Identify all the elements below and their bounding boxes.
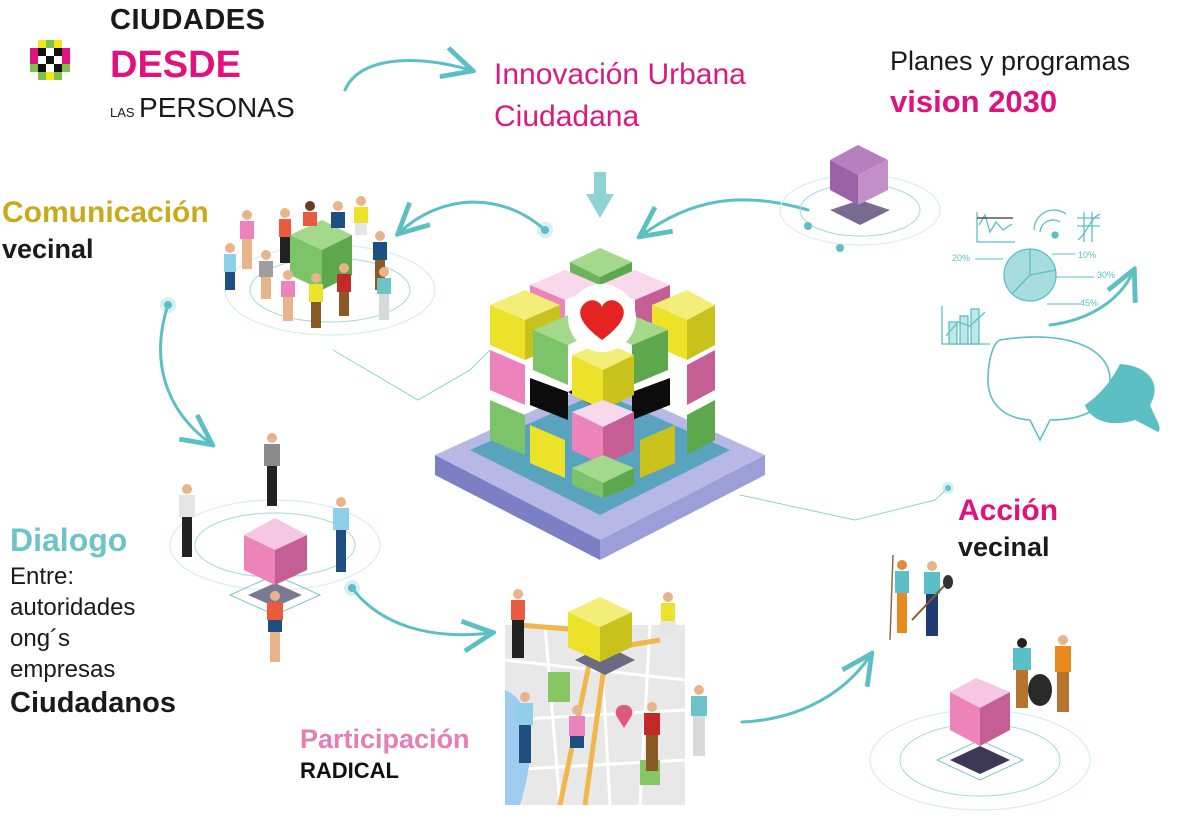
down-arrow-icon	[586, 172, 614, 218]
people-icon	[179, 433, 349, 662]
dialogo-line-entre: Entre:	[10, 563, 75, 590]
participacion-subtitle: RADICAL	[300, 758, 399, 783]
accion-subtitle: vecinal	[958, 532, 1050, 562]
arrow-center-to-comunicacion	[400, 200, 547, 232]
wifi-sketch-icon	[1033, 209, 1067, 239]
arrow-comunicacion-to-dialogo	[159, 303, 210, 443]
grid-chart-sketch-icon	[1077, 212, 1101, 242]
logo	[30, 40, 70, 80]
planes-title: Planes y programas	[890, 46, 1131, 76]
comunicacion-title: Comunicación	[2, 196, 209, 229]
arrow-dialogo-to-participacion	[350, 586, 490, 635]
logo-small-las: LAS	[110, 105, 135, 120]
logo-personas: PERSONAS	[139, 92, 295, 123]
dialogo-illustration	[169, 433, 381, 662]
planes-illustration	[779, 145, 941, 252]
line-chart-sketch-icon	[976, 212, 1015, 243]
comunicacion-illustration	[224, 196, 436, 336]
dialogo-line-ongs: ong´s	[10, 625, 71, 652]
arrow-participacion-to-accion	[740, 656, 870, 724]
central-cube	[435, 248, 765, 560]
pie-label-30: 30%	[1097, 270, 1116, 280]
comunicacion-subtitle: vecinal	[2, 234, 94, 264]
logo-mark-icon	[30, 40, 70, 80]
vision-2030: vision 2030	[890, 84, 1058, 119]
accion-title: Acción	[958, 494, 1059, 527]
dialogo-line-autoridades: autoridades	[10, 594, 136, 621]
dialogo-ciudadanos: Ciudadanos	[10, 687, 176, 719]
people-icon	[511, 589, 707, 771]
innovacion-subtitle: Ciudadana	[494, 100, 640, 133]
accion-illustration	[869, 554, 1091, 811]
arrow-logo-to-innovacion	[343, 60, 470, 92]
flow-arrows	[159, 60, 1133, 724]
logo-line-desde: DESDE	[110, 44, 241, 86]
pie-label-10: 10%	[1078, 250, 1097, 260]
connector-dots	[160, 222, 954, 596]
speech-bubble-outline-icon	[987, 336, 1111, 442]
bar-chart-sketch-icon	[941, 306, 990, 345]
logo-line-ciudades: CIUDADES	[110, 4, 266, 36]
arrow-sketch-up	[1048, 272, 1133, 327]
map-pin-icon	[615, 705, 633, 728]
speech-bubble-filled-icon	[1085, 364, 1160, 432]
volunteers-icon	[889, 554, 1071, 712]
innovacion-title: Innovación Urbana	[494, 58, 746, 91]
participacion-title: Participación	[300, 724, 470, 754]
dialogo-line-empresas: empresas	[10, 656, 116, 683]
crowd-people-icon	[224, 196, 391, 328]
heart-icon	[580, 300, 624, 340]
sketch-charts	[941, 209, 1160, 442]
dialogo-title: Dialogo	[10, 522, 128, 558]
arrow-planes-to-center	[642, 198, 810, 235]
pie-label-20: 20%	[952, 253, 971, 263]
logo-line-personas: LAS PERSONAS	[110, 94, 295, 122]
pie-label-45: 45%	[1080, 298, 1099, 308]
pie-chart-sketch-icon	[975, 248, 1094, 305]
participacion-illustration	[504, 589, 707, 806]
